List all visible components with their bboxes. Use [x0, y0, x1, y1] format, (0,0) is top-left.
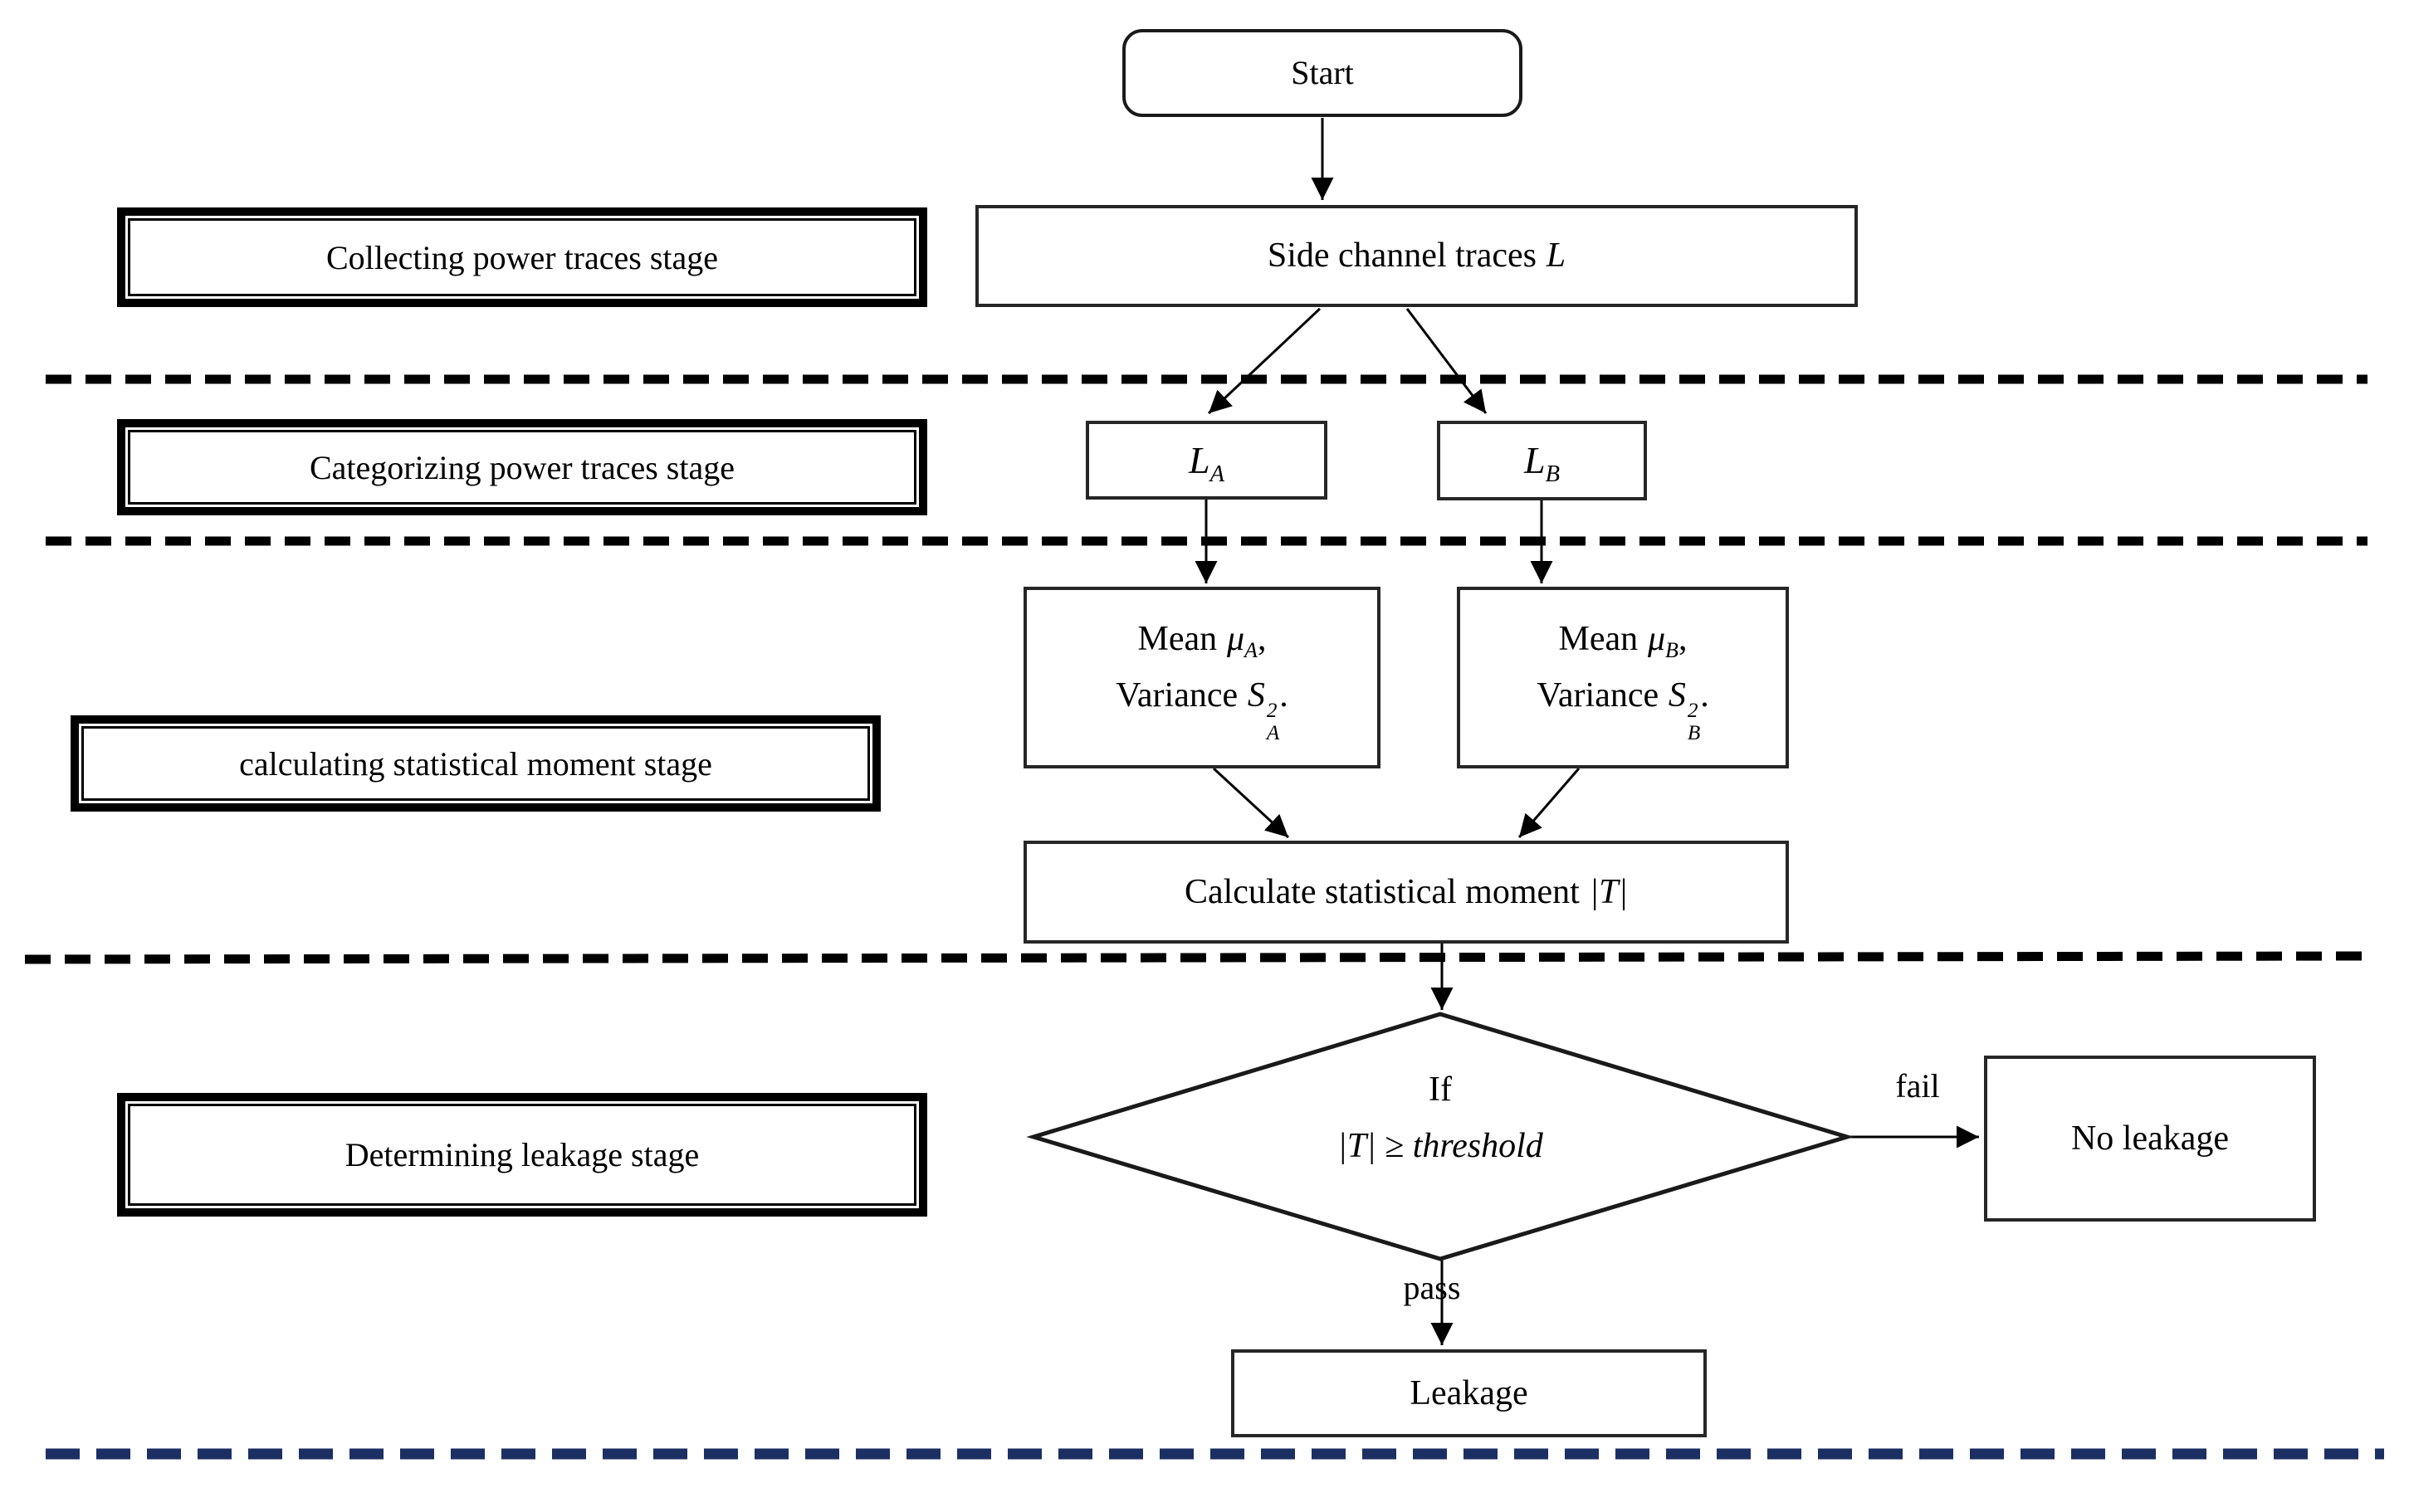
side-traces-text: Side channel traces: [1267, 237, 1537, 276]
l-a-label: LA: [1188, 438, 1224, 487]
edge-mean-b-to-calc: [1517, 768, 1581, 838]
edge-label-pass: pass: [1403, 1269, 1461, 1306]
edge-side-traces-to-lb: [1405, 308, 1488, 414]
stage-divider-3: [24, 951, 2368, 964]
leakage-label: Leakage: [1410, 1373, 1528, 1412]
node-calculate-moment: Calculate statistical moment|T|: [1024, 841, 1789, 944]
decision-diamond: [1026, 1012, 1854, 1261]
stage-label-determining-text: Determining leakage stage: [128, 1104, 916, 1206]
decision-line2: |T| ≥ threshold: [1337, 1127, 1543, 1165]
stage-label-calculating-text: calculating statistical moment stage: [81, 726, 870, 801]
stage-label-collecting-text: Collecting power traces stage: [128, 218, 916, 296]
start-label: Start: [1291, 54, 1354, 91]
stage-label-calculating: calculating statistical moment stage: [71, 715, 881, 812]
decision-text: If |T| ≥ threshold: [1191, 1039, 1689, 1197]
decision-line1: If: [1429, 1070, 1452, 1109]
side-traces-var: L: [1546, 237, 1566, 276]
edge-side-traces-to-la: [1207, 307, 1322, 415]
stage-label-collecting: Collecting power traces stage: [117, 207, 927, 307]
edge-mean-a-to-calc: [1212, 767, 1290, 839]
stage-label-categorizing: Categorizing power traces stage: [117, 419, 927, 515]
node-no-leakage: No leakage: [1984, 1056, 2316, 1222]
calc-moment-text: Calculate statistical moment: [1184, 872, 1580, 911]
node-l-b: LB: [1437, 421, 1647, 500]
node-l-a: LA: [1086, 421, 1327, 500]
edge-label-fail: fail: [1895, 1067, 1940, 1105]
stage-label-determining: Determining leakage stage: [117, 1093, 927, 1217]
no-leakage-label: No leakage: [2070, 1119, 2230, 1158]
l-b-label: LB: [1523, 439, 1560, 488]
node-leakage: Leakage: [1231, 1349, 1707, 1437]
stage-label-categorizing-text: Categorizing power traces stage: [128, 430, 916, 505]
node-start: Start: [1122, 29, 1522, 117]
calc-moment-var: |T|: [1589, 872, 1629, 911]
